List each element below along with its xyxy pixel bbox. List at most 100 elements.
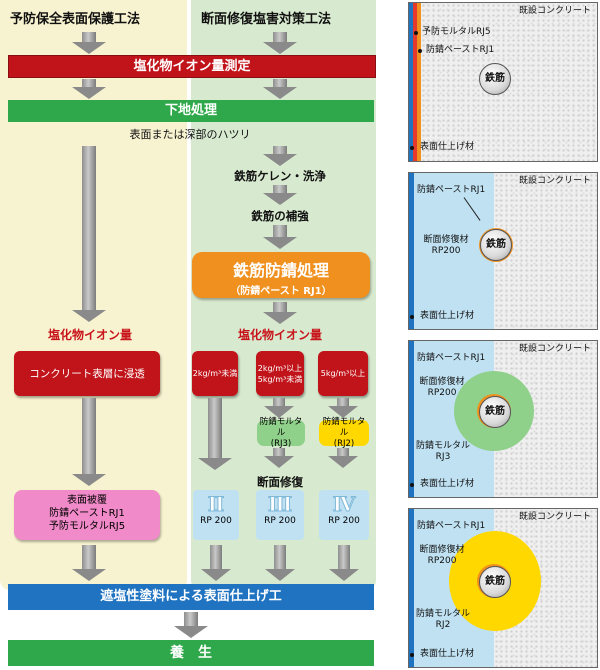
cross-section-panel-2: 鉄筋 既設コンクリート 防錆ペーストRJ1 断面修復材 RP200 表面仕上げ材 (408, 172, 598, 330)
leader-dot (410, 146, 414, 150)
rebar-icon: 鉄筋 (479, 396, 511, 428)
mortar-rj3-line2: (RJ3) (270, 438, 292, 449)
existing-concrete-label: 既設コンクリート (519, 344, 592, 354)
chipping-note: 表面または深部のハツリ (129, 128, 251, 141)
rebar-icon: 鉄筋 (479, 63, 511, 95)
existing-concrete-label: 既設コンクリート (519, 512, 592, 522)
finish-layer (409, 341, 414, 497)
arrow-down (72, 545, 106, 581)
rp200-label: RP 200 (264, 516, 296, 526)
curing-bar: 養 生 (8, 640, 374, 666)
arrow-down (328, 448, 358, 468)
arrow-down (263, 302, 297, 324)
arrow-down (198, 398, 232, 470)
leader-dot (410, 315, 414, 319)
cross-section-panel-3: 鉄筋 既設コンクリート 防錆ペーストRJ1 断面修復材 RP200 防錆モルタル… (408, 340, 598, 498)
repair-material-line1: 断面修復材 (419, 545, 465, 555)
chloride-2-to-5-line2: 5kg/m³未満 (257, 374, 303, 384)
surface-coating-line1: 表面被覆 (67, 495, 107, 506)
rebar-reinforcement-step: 鉄筋の補強 (251, 209, 309, 223)
mortar-rj2-pill: 防錆モルタル (RJ2) (319, 416, 369, 449)
preventive-method-title: 予防保全表面保護工法 (10, 12, 141, 27)
rj2-mortar-label: 防錆モルタル RJ2 (415, 609, 471, 631)
arrow-down (265, 545, 295, 581)
rp200-box-type-4: Ⅳ RP 200 (319, 490, 369, 540)
cross-section-panel-4: 鉄筋 既設コンクリート 防錆ペーストRJ1 断面修復材 RP200 防錆モルタル… (408, 508, 598, 668)
rust-treatment-title: 鉄筋防錆処理 (232, 261, 329, 280)
chloride-2-to-5-box: 2kg/m³以上 5kg/m³未満 (256, 351, 304, 396)
arrow-down (72, 146, 106, 322)
arrow-down (174, 612, 208, 638)
existing-concrete-label: 既設コンクリート (519, 176, 592, 186)
mortar-rj2-line1: 防錆モルタル (322, 416, 366, 438)
repair-method-title: 断面修復塩害対策工法 (201, 12, 332, 27)
arrow-down (263, 146, 297, 166)
leader-dot (410, 653, 414, 657)
substrate-treatment-bar: 下地処理 (8, 100, 374, 122)
finish-material-label: 表面仕上げ材 (420, 479, 475, 489)
finish-layer (409, 509, 414, 667)
rj1-label: 防錆ペーストRJ1 (417, 185, 486, 195)
rebar-icon: 鉄筋 (480, 229, 512, 261)
arrow-down (264, 398, 294, 418)
arrow-down (264, 448, 294, 468)
arrow-down (263, 185, 297, 205)
arrow-down (72, 32, 106, 54)
finish-layer (409, 173, 414, 329)
chloride-label-left: 塩化物イオン量 (47, 328, 132, 342)
arrow-down (263, 79, 297, 99)
arrow-down (329, 545, 359, 581)
repair-material-label: 断面修復材 RP200 (417, 377, 467, 399)
cross-section-panel-1: 既設コンクリート 予防モルタルRJ5 防錆ペーストRJ1 鉄筋 表面仕上げ材 (408, 2, 598, 162)
repair-material-line1: 断面修復材 (423, 235, 469, 245)
rj3-mortar-label: 防錆モルタル RJ3 (415, 441, 471, 463)
chloride-label-right: 塩化物イオン量 (237, 328, 322, 342)
repair-material-line1: 断面修復材 (419, 377, 465, 387)
surface-coating-line3: 予防モルタルRJ5 (48, 521, 126, 532)
chloride-over-5-box: 5kg/m³以上 (318, 351, 368, 396)
repair-material-line2: RP200 (431, 246, 461, 256)
rust-treatment-box: 鉄筋防錆処理 （防錆ペースト RJ1） (192, 252, 370, 298)
existing-concrete-label: 既設コンクリート (519, 6, 592, 16)
finish-material-label: 表面仕上げ材 (420, 142, 475, 152)
surface-coating-line2: 防錆ペーストRJ1 (49, 508, 125, 519)
rj5-label: 予防モルタルRJ5 (422, 27, 491, 37)
penetrate-box: コンクリート表層に浸透 (14, 351, 160, 396)
repair-material-line2: RP200 (427, 556, 457, 566)
rp200-label: RP 200 (328, 516, 360, 526)
rebar-cleaning-step: 鉄筋ケレン・洗浄 (234, 169, 326, 183)
rust-treatment-subtitle: （防錆ペースト RJ1） (230, 286, 332, 297)
finish-layer (409, 3, 413, 161)
mortar-rj3-line1: 防錆モルタル (259, 416, 303, 438)
finish-material-label: 表面仕上げ材 (420, 311, 475, 321)
chloride-under-2-box: 2kg/m³未満 (192, 351, 238, 396)
repair-material-label: 断面修復材 RP200 (417, 235, 475, 257)
rj1-layer (417, 3, 421, 161)
arrow-down (201, 545, 231, 581)
rebar-icon: 鉄筋 (479, 566, 511, 598)
rj1-label: 防錆ペーストRJ1 (426, 45, 495, 55)
mortar-rj3-pill: 防錆モルタル (RJ3) (257, 416, 305, 449)
rj3-mortar-line2: RJ3 (435, 452, 451, 462)
rp200-label: RP 200 (200, 516, 232, 526)
surface-coating-box: 表面被覆 防錆ペーストRJ1 予防モルタルRJ5 (14, 490, 160, 540)
repair-material-line2: RP200 (427, 388, 457, 398)
rp200-box-type-3: Ⅲ RP 200 (256, 490, 304, 540)
surface-finish-bar: 遮塩性塗料による表面仕上げ工 (8, 584, 374, 610)
type-2-numeral: Ⅱ (207, 492, 225, 517)
finish-material-label: 表面仕上げ材 (420, 649, 475, 659)
leader-dot (410, 483, 414, 487)
rj3-mortar-line1: 防錆モルタル (415, 441, 470, 451)
chloride-measurement-bar: 塩化物イオン量測定 (8, 55, 376, 78)
arrow-down (72, 79, 106, 99)
rj1-label: 防錆ペーストRJ1 (417, 353, 486, 363)
rj2-mortar-line2: RJ2 (435, 620, 451, 630)
rj5-layer (413, 3, 417, 161)
chloride-2-to-5-line1: 2kg/m³以上 (257, 363, 303, 373)
rp200-box-type-2: Ⅱ RP 200 (193, 490, 239, 540)
mortar-rj2-line2: (RJ2) (333, 438, 355, 449)
arrow-down (263, 225, 297, 249)
section-repair-label: 断面修復 (257, 475, 303, 489)
arrow-down (328, 398, 358, 418)
leader-dot (418, 49, 422, 53)
